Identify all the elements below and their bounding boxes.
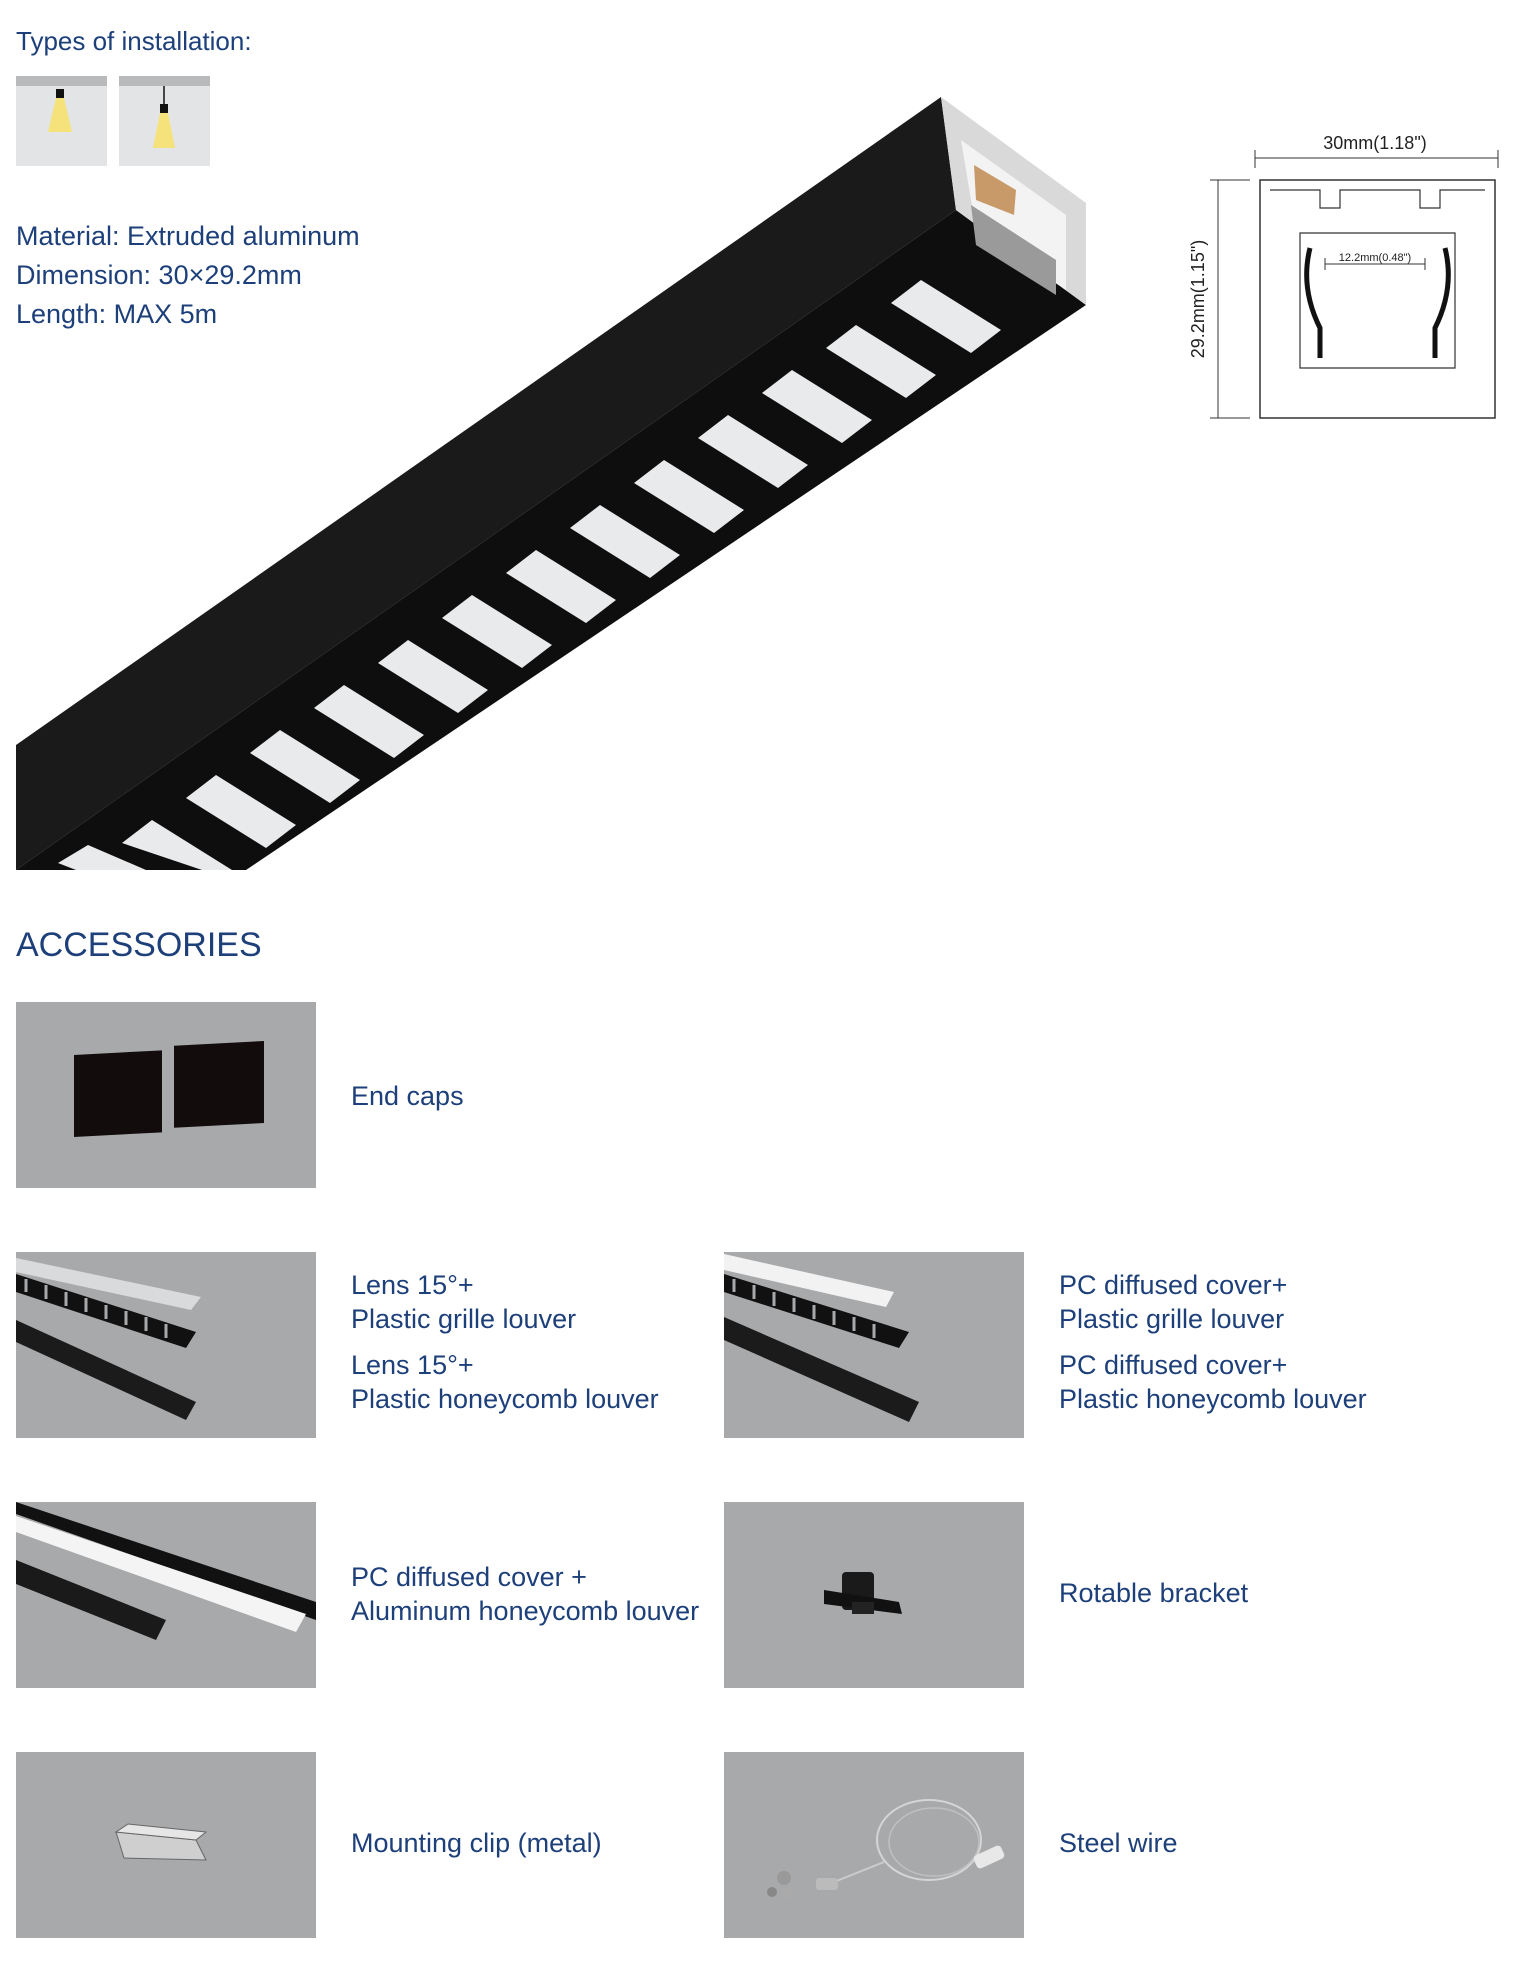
steel-wire-label: Steel wire — [1059, 1828, 1178, 1858]
pc-cover-louver-photo — [724, 1252, 1024, 1438]
lens-louver-line-1: Lens 15°+ — [351, 1270, 474, 1300]
lens-louver-line-2: Plastic grille louver — [351, 1304, 577, 1334]
pc-cover-louver-line-2: Plastic grille louver — [1059, 1304, 1285, 1334]
surface-mounted-icon — [16, 76, 107, 166]
aluminum-honeycomb-photo — [16, 1502, 316, 1688]
rotable-bracket-label: Rotable bracket — [1059, 1578, 1249, 1608]
inner-dimension-label: 12.2mm(0.48") — [1339, 252, 1411, 264]
aluminum-honeycomb-line-1: PC diffused cover + — [351, 1562, 587, 1592]
steel-wire-photo — [724, 1752, 1024, 1938]
accessory-label-steel-wire: Steel wire — [1059, 1826, 1178, 1860]
pc-cover-louver-gap — [1059, 1336, 1367, 1348]
width-dimension-label: 30mm(1.18") — [1323, 133, 1426, 153]
lens-louver-gap — [351, 1336, 659, 1348]
spec-material: Material: Extruded aluminum — [16, 221, 360, 251]
pc-cover-louver-line-3: PC diffused cover+ — [1059, 1350, 1288, 1380]
installation-title: Types of installation: — [16, 26, 252, 56]
end-caps-photo — [16, 1002, 316, 1188]
lens-louver-photo — [16, 1252, 316, 1438]
mounting-clip-label: Mounting clip (metal) — [351, 1828, 602, 1858]
lens-louver-line-3: Lens 15°+ — [351, 1350, 474, 1380]
pc-cover-louver-line-1: PC diffused cover+ — [1059, 1270, 1288, 1300]
suspended-icon — [119, 76, 210, 166]
spec-length: Length: MAX 5m — [16, 299, 218, 329]
spec-dimension: Dimension: 30×29.2mm — [16, 260, 302, 290]
cross-section-drawing: 30mm(1.18") 12.2mm(0.48") 29.2mm(1.15") — [1188, 128, 1510, 428]
height-dimension-label: 29.2mm(1.15") — [1190, 240, 1208, 358]
lens-louver-line-4: Plastic honeycomb louver — [351, 1384, 659, 1414]
accessory-label-rotable-bracket: Rotable bracket — [1059, 1576, 1248, 1610]
accessory-label-lens-louver: Lens 15°+ Plastic grille louver Lens 15°… — [351, 1268, 659, 1416]
mounting-clip-photo — [16, 1752, 316, 1938]
rotable-bracket-photo — [724, 1502, 1024, 1688]
accessory-label-pc-cover-louver: PC diffused cover+ Plastic grille louver… — [1059, 1268, 1367, 1416]
accessory-label-mounting-clip: Mounting clip (metal) — [351, 1826, 602, 1860]
product-render — [16, 95, 1086, 870]
accessory-label-end-caps: End caps — [351, 1079, 464, 1113]
accessory-label-aluminum-honeycomb: PC diffused cover + Aluminum honeycomb l… — [351, 1560, 699, 1628]
pc-cover-louver-line-4: Plastic honeycomb louver — [1059, 1384, 1367, 1414]
spec-list: Material: Extruded aluminum Dimension: 3… — [16, 217, 360, 334]
aluminum-honeycomb-line-2: Aluminum honeycomb louver — [351, 1596, 700, 1626]
accessories-title: ACCESSORIES — [16, 926, 262, 964]
end-caps-label: End caps — [351, 1081, 464, 1111]
